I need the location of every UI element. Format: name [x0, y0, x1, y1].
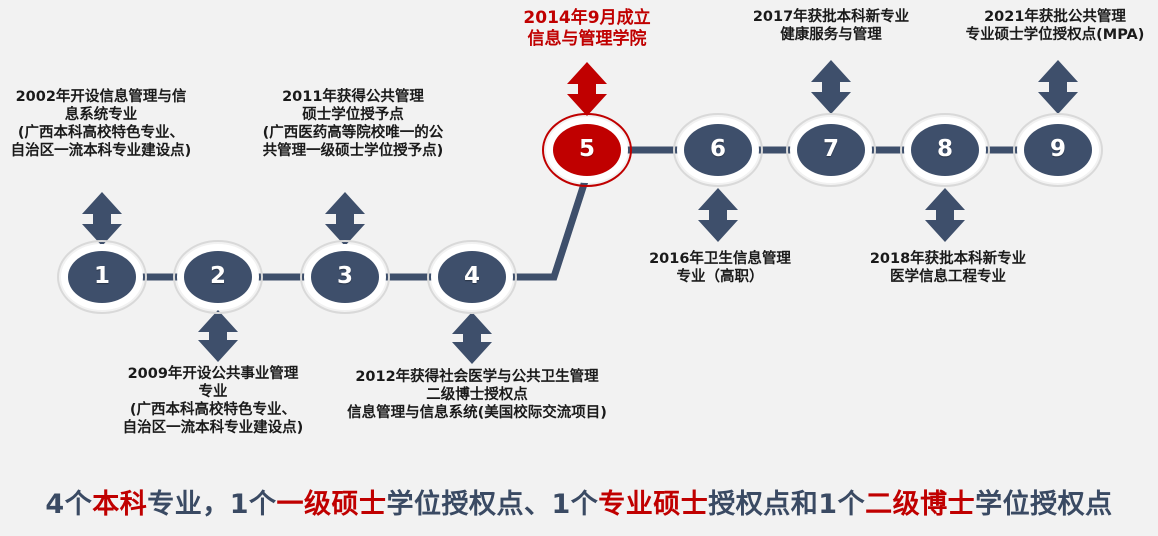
- node-9-number: 9: [1049, 136, 1066, 162]
- summary-seg-9: 学位授权点: [975, 489, 1113, 520]
- arrow-node-5-caption: [567, 62, 607, 116]
- arrow-node-1-caption: [82, 192, 122, 246]
- node-8-core: [911, 124, 979, 176]
- node-5-outer-ring: [542, 113, 632, 187]
- arrow-node-8-caption: [925, 188, 965, 242]
- node-1-white-ring: [61, 244, 143, 310]
- node-4-core: [438, 251, 506, 303]
- node-3-outer-ring: [300, 240, 390, 314]
- caption-node-7: 2017年获批本科新专业 健康服务与管理: [752, 9, 910, 44]
- node-2-outer-ring: [173, 240, 263, 314]
- node-3-number: 3: [336, 263, 353, 289]
- node-6-outer-ring: [673, 113, 763, 187]
- node-5-core: [553, 124, 621, 176]
- node-2-number: 2: [209, 263, 226, 289]
- arrow-node-3-caption: [325, 192, 365, 246]
- node-5-white-ring: [546, 117, 628, 183]
- node-7-white-ring: [790, 117, 872, 183]
- node-6-core: [684, 124, 752, 176]
- node-4-number: 4: [463, 263, 480, 289]
- summary-seg-4-highlight: 一级硕士: [276, 489, 387, 520]
- node-7-core: [797, 124, 865, 176]
- node-5-number: 5: [578, 136, 595, 162]
- arrow-node-6-caption: [698, 188, 738, 242]
- summary-seg-2-highlight: 本科: [92, 489, 148, 520]
- caption-node-9: 2021年获批公共管理 专业硕士学位授权点(MPA): [965, 9, 1145, 44]
- node-7-number: 7: [822, 136, 839, 162]
- node-4-white-ring: [431, 244, 513, 310]
- node-4-outer-ring: [427, 240, 517, 314]
- node-2-core: [184, 251, 252, 303]
- node-3-white-ring: [304, 244, 386, 310]
- node-7-outer-ring: [786, 113, 876, 187]
- summary-seg-5: 学位授权点、1个: [386, 489, 599, 520]
- node-2-white-ring: [177, 244, 259, 310]
- summary-line: 4个本科专业，1个一级硕士学位授权点、1个专业硕士授权点和1个二级博士学位授权点: [0, 482, 1158, 521]
- caption-node-2: 2009年开设公共事业管理 专业 (广西本科高校特色专业、 自治区一流本科专业建…: [122, 366, 304, 437]
- caption-node-5: 2014年9月成立 信息与管理学院: [523, 8, 651, 49]
- node-8-white-ring: [904, 117, 986, 183]
- caption-node-4: 2012年获得社会医学与公共卫生管理 二级博士授权点 信息管理与信息系统(美国校…: [347, 369, 607, 422]
- connector-node-4-node-5: [511, 179, 589, 281]
- arrow-node-9-caption: [1038, 60, 1078, 114]
- arrow-node-4-caption: [452, 312, 492, 364]
- caption-node-1: 2002年开设信息管理与信 息系统专业 (广西本科高校特色专业、 自治区一流本科…: [10, 89, 192, 160]
- summary-seg-6-highlight: 专业硕士: [598, 489, 709, 520]
- caption-node-8: 2018年获批本科新专业 医学信息工程专业: [869, 251, 1027, 286]
- summary-seg-7: 授权点和1个: [708, 489, 866, 520]
- caption-node-3: 2011年获得公共管理 硕士学位授予点 (广西医药高等院校唯一的公 共管理一级硕…: [262, 89, 444, 160]
- node-6-number: 6: [709, 136, 726, 162]
- node-6-white-ring: [677, 117, 759, 183]
- node-9-white-ring: [1017, 117, 1099, 183]
- summary-seg-1: 4个: [45, 489, 93, 520]
- summary-seg-3: 专业，1个: [147, 489, 277, 520]
- node-1-outer-ring: [57, 240, 147, 314]
- arrow-node-7-caption: [811, 60, 851, 114]
- node-1-number: 1: [93, 263, 110, 289]
- arrow-markers: [82, 60, 1078, 364]
- arrow-node-2-caption: [198, 310, 238, 362]
- summary-seg-8-highlight: 二级博士: [865, 489, 976, 520]
- node-9-outer-ring: [1013, 113, 1103, 187]
- caption-node-6: 2016年卫生信息管理 专业（高职）: [649, 251, 791, 286]
- node-8-number: 8: [936, 136, 953, 162]
- node-9-core: [1024, 124, 1092, 176]
- node-1-core: [68, 251, 136, 303]
- node-3-core: [311, 251, 379, 303]
- node-8-outer-ring: [900, 113, 990, 187]
